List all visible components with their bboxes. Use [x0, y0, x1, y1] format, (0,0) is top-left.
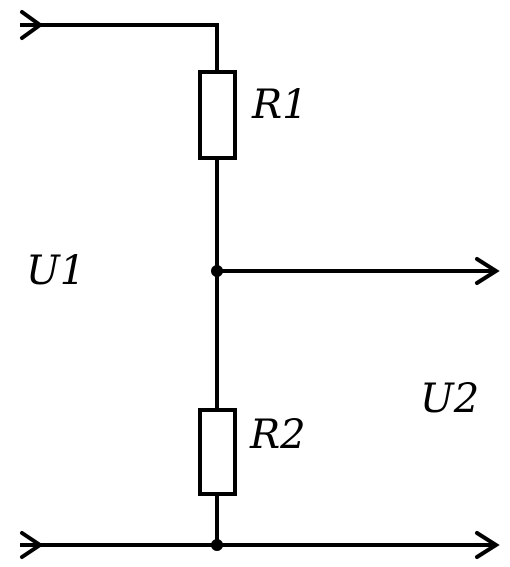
output-terminal-top-arrow — [475, 257, 500, 285]
bottom-junction-node — [211, 539, 223, 551]
resistor-r2 — [198, 408, 237, 496]
label-r2: R2 — [249, 412, 306, 458]
output-terminal-bottom-arrow — [475, 531, 500, 559]
input-terminal-bottom-arrow — [20, 531, 44, 559]
resistor-r1 — [198, 70, 237, 160]
top-wire — [20, 23, 219, 74]
label-u1: U1 — [26, 248, 85, 294]
label-u2: U2 — [420, 376, 479, 422]
label-r1: R1 — [251, 82, 308, 128]
